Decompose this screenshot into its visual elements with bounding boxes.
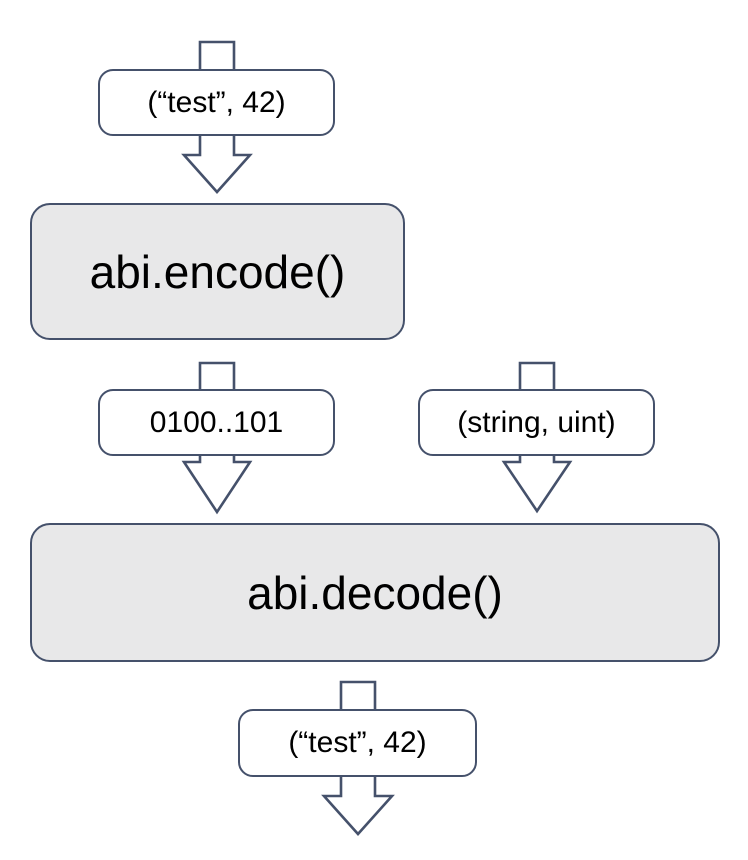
abi-decode-label: abi.decode(): [247, 566, 503, 619]
input-tuple-label: (“test”, 42): [147, 85, 286, 119]
node-output-tuple: (“test”, 42): [238, 709, 477, 777]
node-encoded-bytes: 0100..101: [98, 389, 335, 456]
node-input-tuple: (“test”, 42): [98, 69, 335, 136]
output-tuple-label: (“test”, 42): [288, 726, 427, 759]
abi-encode-label: abi.encode(): [89, 245, 346, 298]
types-tuple-label: (string, uint): [457, 405, 616, 439]
encoded-bytes-label: 0100..101: [149, 405, 284, 439]
node-types-tuple: (string, uint): [418, 389, 655, 456]
node-abi-encode: abi.encode(): [30, 203, 405, 340]
node-abi-decode: abi.decode(): [30, 523, 720, 662]
